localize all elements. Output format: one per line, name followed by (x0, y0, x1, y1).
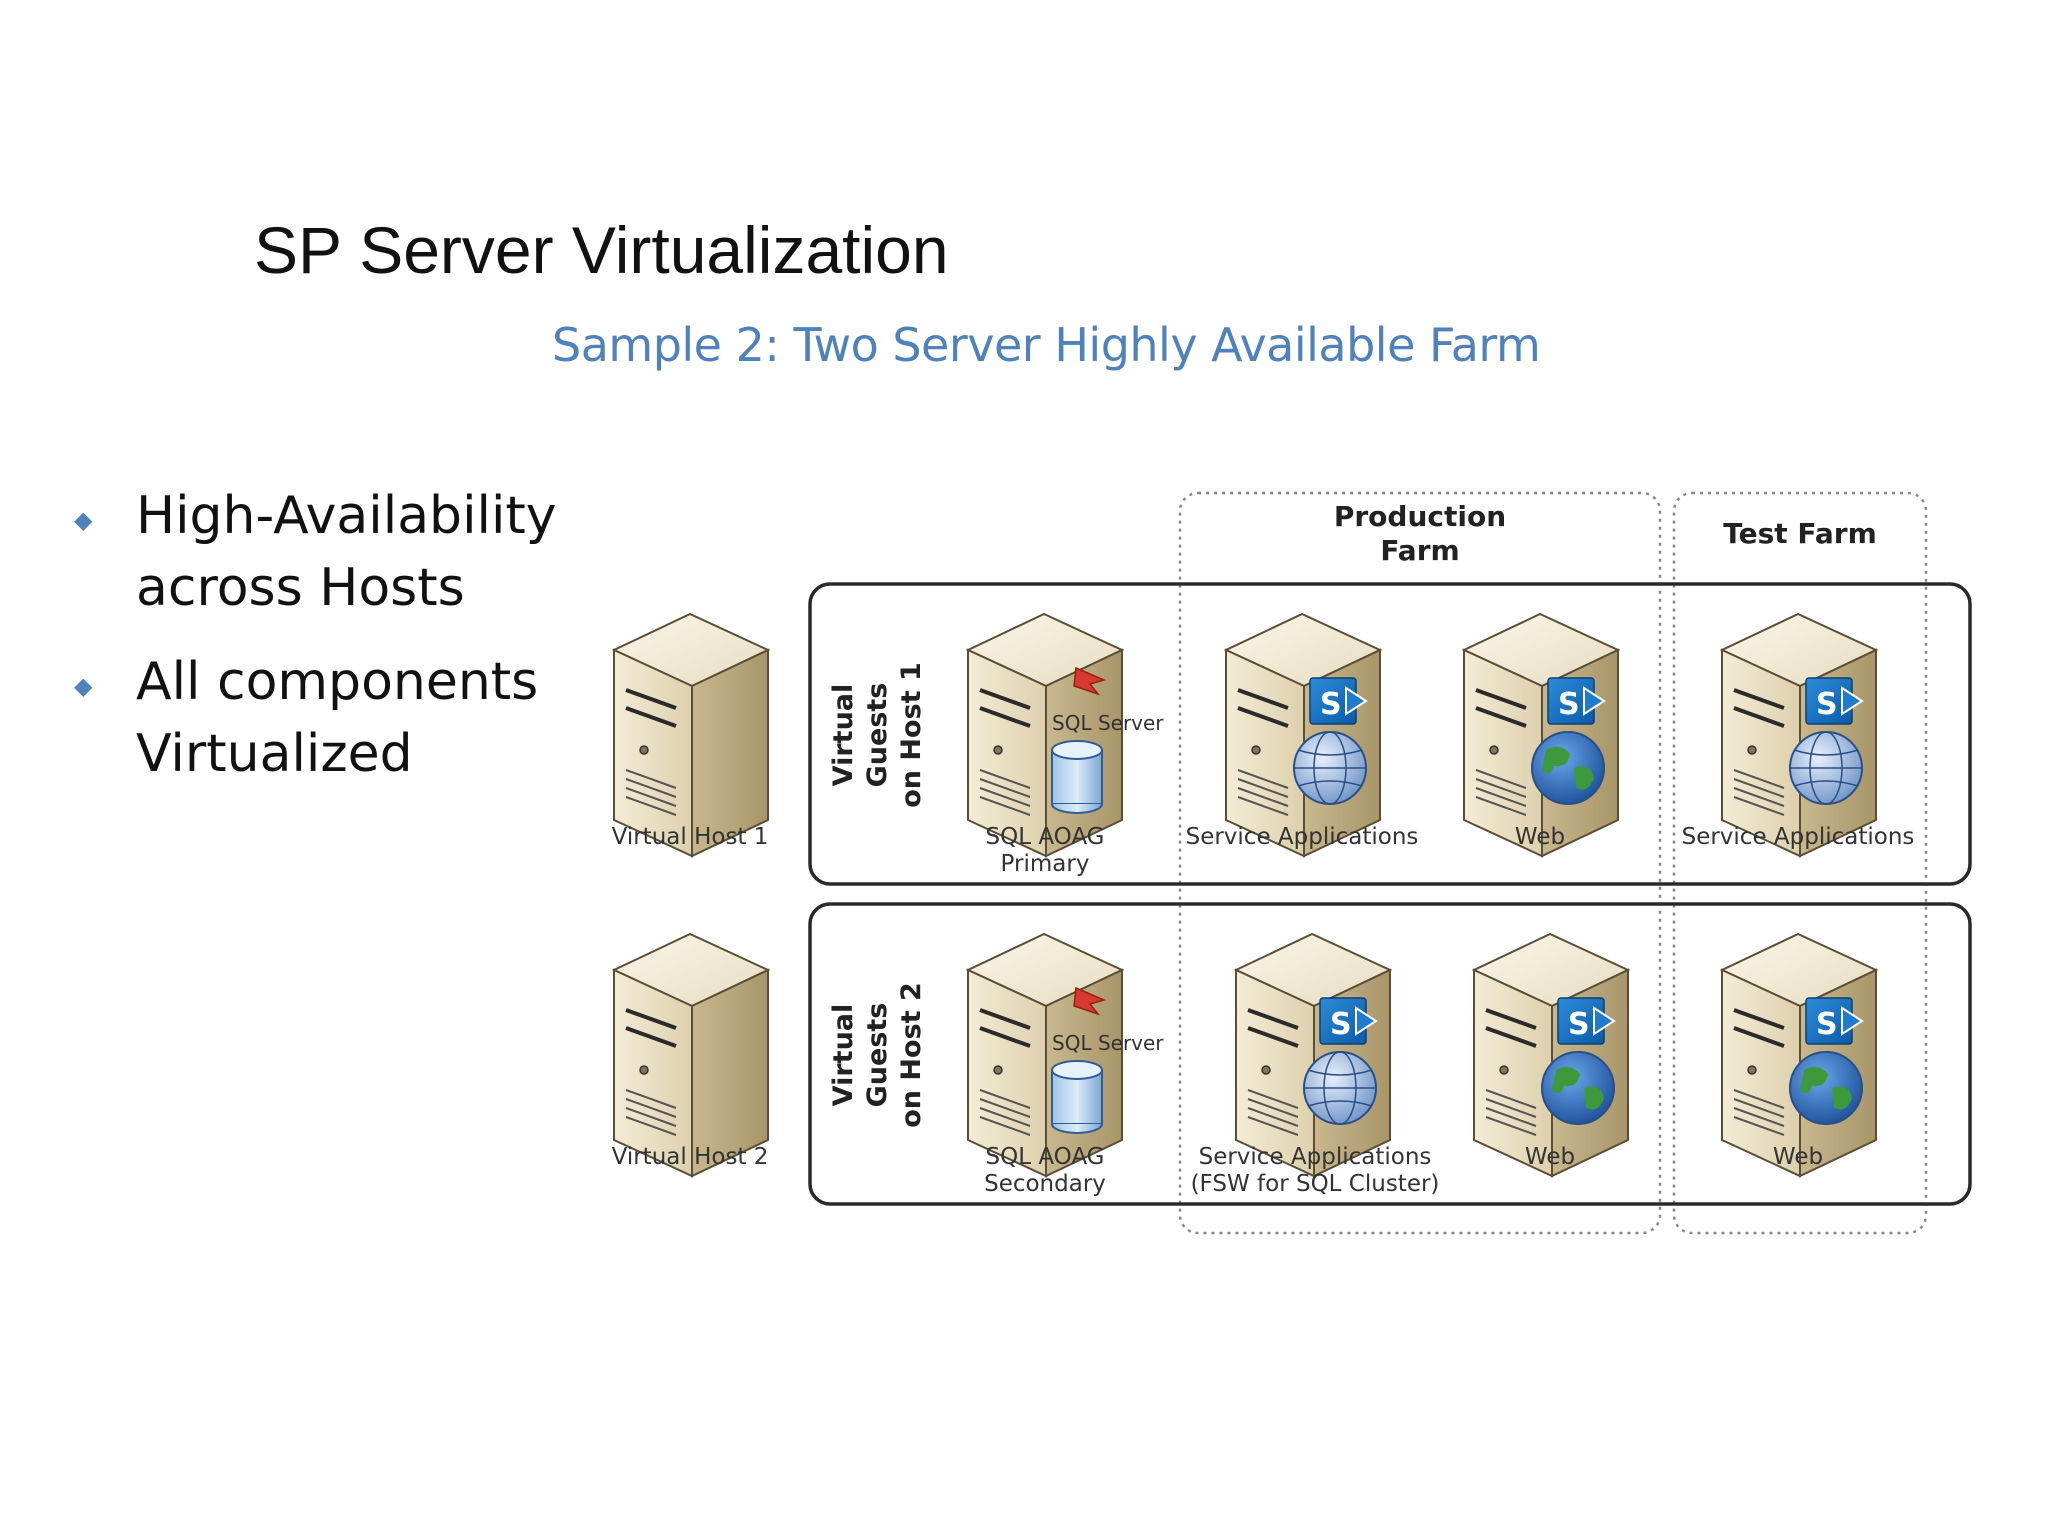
service-applications-server-icon: S (1223, 612, 1383, 858)
service-applications-label: Service Applications (1185, 824, 1419, 850)
virtual-host-1-label: Virtual Host 1 (611, 824, 769, 850)
bullet-diamond-icon: ◆ (74, 507, 93, 534)
sql-server-flame-icon (1073, 666, 1107, 696)
slide-subtitle: Sample 2: Two Server Highly Available Fa… (552, 318, 1541, 372)
bullet-text: High-Availability across Hosts (136, 486, 557, 618)
host2-guests-box (808, 902, 1972, 1206)
svg-text:S: S (1558, 687, 1580, 722)
host1-guests-box (808, 582, 1972, 886)
sharepoint-icon: S (1547, 677, 1606, 725)
test-service-applications-server-icon: S (1719, 612, 1879, 858)
bullet-text: All components Virtualized (136, 652, 539, 784)
web-server-icon: S (1471, 932, 1631, 1178)
web-server-label: Web (1524, 1144, 1576, 1170)
test-web-server-label: Web (1772, 1144, 1824, 1170)
sql-aoag-secondary-label: SQL AOAG Secondary (984, 1144, 1106, 1197)
host1-guests-label: Virtual Guests on Host 1 (828, 662, 927, 808)
earth-globe-icon (1531, 731, 1605, 805)
globe-icon (1293, 731, 1367, 805)
virtual-host-2-server-icon (611, 932, 771, 1178)
svg-text:S: S (1816, 687, 1838, 722)
earth-globe-icon (1789, 1051, 1863, 1125)
web-server-icon: S (1461, 612, 1621, 858)
sql-server-flame-icon (1073, 986, 1107, 1016)
sharepoint-icon: S (1557, 997, 1616, 1045)
service-applications-fsw-label: Service Applications (FSW for SQL Cluste… (1190, 1144, 1440, 1197)
virtual-host-1-server-icon (611, 612, 771, 858)
sharepoint-icon: S (1805, 997, 1864, 1045)
sql-aoag-secondary-server-icon: SQL Server (965, 932, 1164, 1178)
bullet-list: ◆ High-Availability across Hosts ◆ All c… (60, 480, 580, 812)
sql-server-logo-icon: SQL Server (1052, 711, 1164, 735)
production-farm-box (1178, 491, 1662, 1235)
service-applications-fsw-server-icon: S (1233, 932, 1393, 1178)
svg-text:S: S (1568, 1007, 1590, 1042)
earth-globe-icon (1541, 1051, 1615, 1125)
web-server-label: Web (1514, 824, 1566, 850)
sharepoint-icon: S (1309, 677, 1368, 725)
production-farm-label: Production Farm (1333, 500, 1507, 567)
test-farm-label: Test Farm (1723, 517, 1877, 550)
svg-text:S: S (1330, 1007, 1352, 1042)
slide-title: SP Server Virtualization (254, 213, 949, 287)
host2-guests-label: Virtual Guests on Host 2 (828, 982, 927, 1128)
database-cylinder-icon (1051, 740, 1103, 814)
svg-text:S: S (1816, 1007, 1838, 1042)
database-cylinder-icon (1051, 1060, 1103, 1134)
svg-text:S: S (1320, 687, 1342, 722)
sharepoint-icon: S (1805, 677, 1864, 725)
virtual-host-2-label: Virtual Host 2 (611, 1144, 769, 1170)
test-service-applications-label: Service Applications (1681, 824, 1915, 850)
test-web-server-icon: S (1719, 932, 1879, 1178)
sql-aoag-primary-label: SQL AOAG Primary (985, 824, 1105, 877)
sharepoint-icon: S (1319, 997, 1378, 1045)
bullet-item: ◆ All components Virtualized (60, 646, 580, 790)
bullet-diamond-icon: ◆ (74, 673, 93, 700)
globe-icon (1789, 731, 1863, 805)
sql-server-logo-icon: SQL Server (1052, 1031, 1164, 1055)
globe-icon (1303, 1051, 1377, 1125)
sql-aoag-primary-server-icon: SQL Server (965, 612, 1164, 858)
bullet-item: ◆ High-Availability across Hosts (60, 480, 580, 624)
